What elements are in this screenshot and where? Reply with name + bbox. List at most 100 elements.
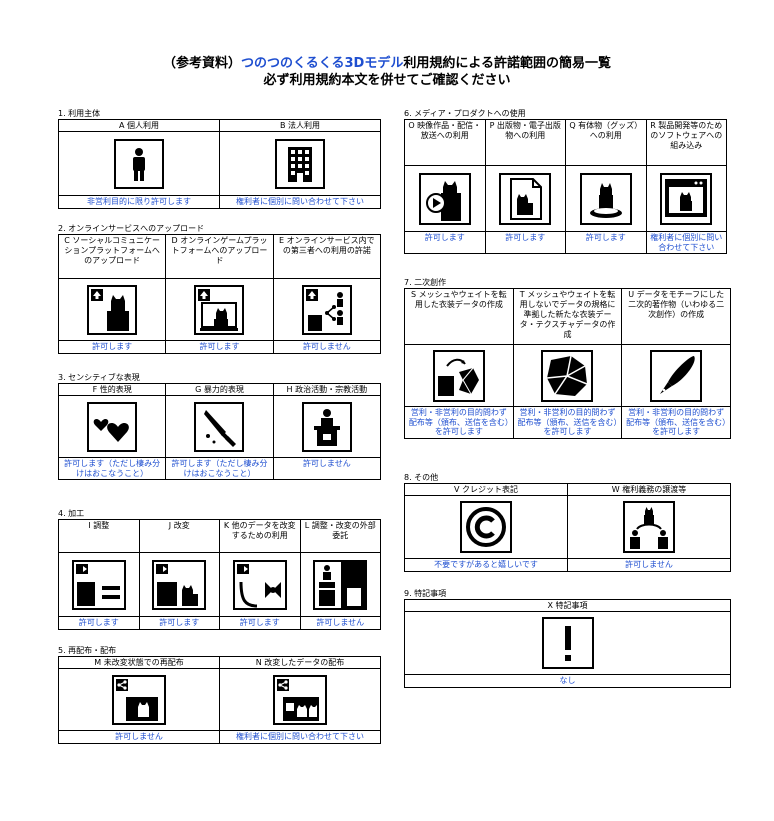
- section-9: 9. 特記事項 X 特記事項 なし: [404, 588, 731, 688]
- transfer-rights-icon: [623, 501, 675, 553]
- section-title: 8. その他: [404, 473, 439, 482]
- permission-text: 許可します: [565, 231, 647, 254]
- item-label: R 製品開発等のためのソフトウェアへの組み込み: [645, 119, 727, 166]
- item-label: W 権利義務の譲渡等: [567, 483, 731, 496]
- new-costume-icon: [541, 349, 594, 402]
- modify-character-icon: [152, 559, 207, 610]
- section-title: 1. 利用主体: [58, 109, 101, 118]
- figure-goods-icon: [579, 172, 632, 225]
- permission-text: 営利・非営利の目的問わず配布等（頒布、送信を含む）を許可します: [404, 406, 514, 439]
- permission-text: 営利・非営利の目的問わず配布等（頒布、送信を含む）を許可します: [621, 406, 731, 439]
- section-title: 2. オンラインサービスへのアップロード: [58, 224, 205, 233]
- item-label: U データをモチーフにした二次的著作物（いわゆる二次創作）の作成: [621, 288, 731, 345]
- item-label: O 映像作品・配信・放送への利用: [404, 119, 486, 166]
- permission-text: 権利者に個別に問い合わせて下さい: [219, 730, 381, 744]
- permission-text: 許可しません: [272, 340, 382, 354]
- item-label: E オンラインサービス内での第三者への利用の許諾: [272, 234, 382, 279]
- item-label: F 性的表現: [57, 383, 167, 396]
- person-icon: [114, 138, 164, 189]
- section-title: 9. 特記事項: [404, 589, 447, 598]
- item-label: V クレジット表記: [404, 483, 568, 496]
- upload-share-people-icon: [301, 284, 352, 335]
- copyright-icon: [460, 501, 512, 553]
- permission-text: 許可します: [57, 340, 167, 354]
- document-title-line2: 必ず利用規約本文を併せてご確認ください: [263, 73, 511, 88]
- permission-text: 許可します: [484, 231, 566, 254]
- share-redistribute-icon: [112, 674, 166, 725]
- item-label: K 他のデータを改変するための利用: [219, 519, 301, 553]
- software-window-icon: [660, 172, 713, 225]
- section-title: 7. 二次創作: [404, 278, 447, 287]
- permission-text: 許可します: [404, 231, 486, 254]
- permission-text: 許可します（ただし棲み分けはおこなうこと）: [57, 457, 167, 480]
- adjust-equal-icon: [71, 559, 126, 610]
- section-2: 2. オンラインサービスへのアップロード C ソーシャルコミュニケーションプラッ…: [57, 223, 382, 354]
- permission-table: X 特記事項 なし: [404, 599, 731, 688]
- item-label: L 調整・改変の外部委託: [299, 519, 381, 553]
- item-label: H 政治活動・宗教活動: [272, 383, 382, 396]
- permission-text: 許可しません: [567, 558, 731, 572]
- share-modified-icon: [273, 674, 327, 725]
- permission-text: 営利・非営利の目的問わず配布等（頒布、送信を含む）を許可します: [512, 406, 623, 439]
- item-label: X 特記事項: [404, 599, 731, 612]
- item-label: Q 有体物（グッズ）への利用: [565, 119, 647, 166]
- upload-game-screen-icon: [194, 284, 245, 335]
- hearts-icon: [87, 401, 138, 452]
- permission-text: 権利者に個別に問い合わせて下さい: [645, 231, 727, 254]
- document-title-line1: （参考資料）つのつのくるくる3Dモデル利用規約による許諾範囲の簡易一覧: [0, 52, 774, 71]
- title-prefix: （参考資料）: [163, 56, 242, 71]
- item-label: I 調整: [58, 519, 140, 553]
- title-accent: つのつのくるくる3Dモデル: [241, 56, 404, 71]
- section-title: 6. メディア・プロダクトへの使用: [404, 109, 526, 118]
- item-label: C ソーシャルコミュニケーションプラットフォームへのアップロード: [57, 234, 167, 279]
- outsourcing-icon: [313, 559, 368, 610]
- permission-text: 許可しません: [299, 616, 381, 630]
- permission-text: 許可します: [58, 616, 140, 630]
- podium-speaker-icon: [301, 401, 352, 452]
- item-label: D オンラインゲームプラットフォームへのアップロード: [165, 234, 274, 279]
- item-label: G 暴力的表現: [165, 383, 274, 396]
- item-label: J 改変: [138, 519, 220, 553]
- item-label: A 個人利用: [58, 119, 220, 132]
- item-label: T メッシュやウェイトを転用しないでデータの規格に準拠した新たな衣装データ・テク…: [512, 288, 623, 345]
- pen-nib-icon: [650, 349, 703, 402]
- permission-text: 許可します: [219, 616, 301, 630]
- permission-text: 不要ですがあると嬉しいです: [404, 558, 568, 572]
- permission-text: 許可しません: [58, 730, 220, 744]
- knife-blood-icon: [194, 401, 245, 452]
- publication-icon: [499, 172, 552, 225]
- permission-text: 権利者に個別に問い合わせて下さい: [219, 195, 381, 209]
- title-suffix: 利用規約による許諾範囲の簡易一覧: [403, 56, 611, 71]
- item-label: M 未改変状態での再配布: [58, 656, 220, 669]
- mesh-transfer-icon: [432, 349, 485, 402]
- permission-text: 許可します: [165, 340, 274, 354]
- office-building-icon: [275, 138, 325, 189]
- section-title: 5. 再配布・配布: [58, 646, 117, 655]
- permission-text: 非営利目的に限り許可します: [58, 195, 220, 209]
- permission-text: 許可しません: [272, 457, 382, 480]
- item-label: B 法人利用: [219, 119, 381, 132]
- item-label: S メッシュやウェイトを転用した衣装データの作成: [404, 288, 514, 345]
- permission-text: なし: [404, 674, 731, 688]
- permission-text: 許可します（ただし棲み分けはおこなうこと）: [165, 457, 274, 480]
- upload-character-icon: [87, 284, 138, 335]
- item-label: P 出版物・電子出版物への利用: [484, 119, 566, 166]
- permission-text: 許可します: [138, 616, 220, 630]
- section-title: 4. 加工: [58, 509, 85, 518]
- video-play-icon: [418, 172, 471, 225]
- modify-other-data-icon: [232, 559, 287, 610]
- section-title: 3. センシティブな表現: [58, 373, 140, 382]
